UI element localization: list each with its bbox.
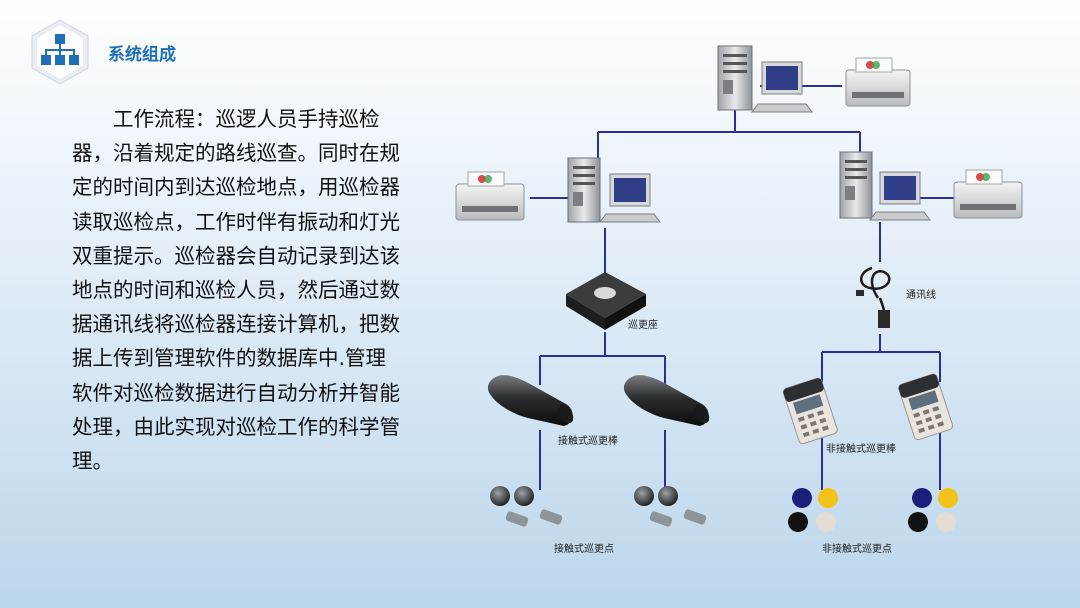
monitor-icon (599, 173, 661, 223)
contact-points-label: 接触式巡更点 (554, 542, 614, 555)
connection-lines (530, 85, 956, 490)
base-station-label: 巡更座 (628, 318, 658, 331)
printer-icon (953, 169, 1023, 219)
cable-icon (860, 266, 891, 313)
org-chart-icon (31, 19, 89, 85)
server-tower-icon (717, 45, 753, 111)
contact-checkpoint-icon (634, 486, 707, 527)
contact-reader-icon (623, 375, 710, 426)
printer-icon (845, 57, 911, 107)
comm-cable-label: 通讯线 (906, 288, 936, 301)
noncontact-points-label: 非接触式巡更点 (822, 542, 892, 555)
description-paragraph: 工作流程：巡逻人员手持巡检器，沿着规定的路线巡查。同时在规定的时间内到达巡检地点… (72, 107, 400, 474)
noncontact-reader-icon (898, 373, 954, 441)
monitor-icon (869, 171, 931, 221)
section-title: 系统组成 (108, 45, 176, 65)
noncontact-checkpoint-icon (788, 488, 838, 532)
noncontact-reader-label: 非接触式巡更棒 (826, 442, 896, 455)
noncontact-reader-icon (782, 377, 838, 445)
noncontact-checkpoint-icon (908, 488, 958, 532)
printer-icon (455, 171, 525, 221)
contact-checkpoint-icon (490, 486, 563, 527)
server-tower-icon (839, 151, 873, 219)
base-station-icon (566, 272, 646, 330)
monitor-icon (751, 61, 813, 113)
cable-connector-icon (878, 310, 890, 328)
server-tower-icon (567, 157, 601, 223)
contact-reader-label: 接触式巡更棒 (558, 434, 618, 447)
contact-reader-icon (487, 375, 574, 426)
